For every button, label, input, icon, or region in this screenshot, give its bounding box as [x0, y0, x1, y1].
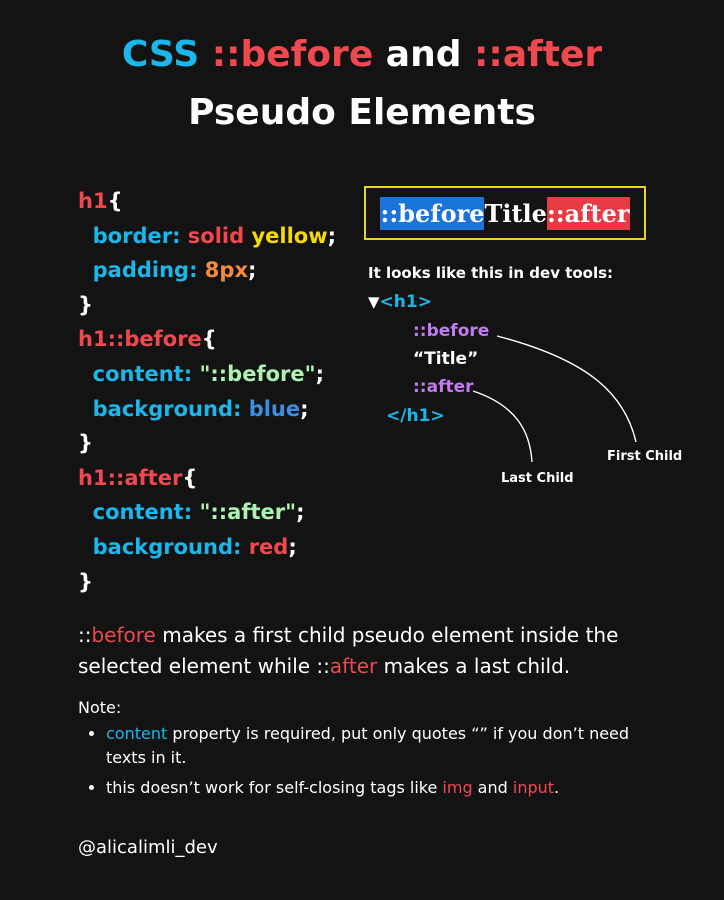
code-line-2: border: solid yellow;	[78, 219, 336, 254]
title-before: ::before	[211, 34, 374, 75]
note-item-self-closing: this doesn’t work for self-closing tags …	[106, 776, 666, 800]
note-item-content-required: content property is required, put only q…	[106, 722, 666, 770]
devtools-h1-open-tag: <h1>	[379, 292, 432, 312]
note-item-text: .	[554, 778, 560, 797]
code-property: border:	[92, 223, 181, 248]
code-brace: {	[182, 465, 198, 490]
para-text: makes a first child pseudo element insid…	[78, 623, 619, 678]
devtools-h1-close: </h1>	[386, 406, 445, 426]
devtools-before-node: ::before	[413, 321, 490, 341]
code-brace: {	[107, 189, 123, 213]
code-property: background:	[92, 534, 242, 559]
code-property: content:	[92, 500, 193, 525]
code-pseudo: ::after	[107, 465, 183, 490]
code-brace: {	[201, 327, 217, 352]
code-line-4: }	[78, 292, 93, 317]
note-item-text: and	[472, 778, 513, 797]
code-value: yellow	[251, 223, 328, 248]
devtools-after-node: ::after	[413, 377, 474, 397]
code-line-10: content: "::after";	[78, 495, 336, 530]
code-value: 8px	[204, 258, 248, 283]
code-line-7: background: blue;	[78, 392, 336, 427]
code-value: blue	[248, 396, 301, 421]
last-child-connector	[472, 390, 533, 463]
code-property: padding:	[92, 258, 198, 283]
devtools-caption: It looks like this in dev tools:	[368, 264, 614, 282]
code-line-11: background: red;	[78, 530, 336, 565]
code-selector: h1	[78, 465, 108, 490]
code-line-5: h1::before{	[78, 322, 336, 357]
note-item-text: this doesn’t work for self-closing tags …	[106, 778, 443, 797]
title-after: ::after	[474, 34, 603, 75]
code-selector: h1	[78, 327, 108, 352]
code-value: "::before"	[199, 361, 316, 386]
code-line-6: content: "::before";	[78, 357, 336, 392]
page-title-line2: Pseudo Elements	[188, 92, 536, 133]
demo-title-text: Title	[484, 198, 547, 228]
author-handle: @alicalimli_dev	[78, 837, 218, 858]
note-heading: Note:	[78, 698, 122, 717]
para-colons: ::	[78, 623, 92, 647]
note-content-keyword: content	[106, 724, 168, 743]
code-semicolon: ;	[327, 223, 337, 248]
devtools-h1-open: ▼<h1>	[368, 292, 432, 312]
para-text-end: makes a last child.	[377, 654, 571, 678]
code-line-8: }	[78, 431, 93, 456]
code-semicolon: ;	[248, 258, 257, 283]
title-css: CSS	[121, 34, 200, 75]
code-line-1: h1{	[78, 184, 336, 219]
code-property: background:	[92, 396, 242, 421]
para-before-keyword: before	[91, 623, 156, 647]
code-line-3: padding: 8px;	[78, 253, 336, 288]
title-and: and	[385, 34, 462, 75]
code-pseudo: ::before	[107, 327, 202, 352]
code-semicolon: ;	[288, 534, 297, 559]
first-child-connector	[496, 335, 637, 443]
code-semicolon: ;	[315, 361, 324, 386]
page-title-line1: CSS ::before and ::after	[0, 34, 724, 75]
code-semicolon: ;	[296, 500, 305, 525]
note-item-text: property is required, put only quotes “”…	[106, 724, 630, 767]
note-input-keyword: input	[512, 778, 555, 797]
para-after-keyword: after	[329, 654, 378, 678]
code-line-12: }	[78, 569, 93, 594]
code-selector: h1	[78, 189, 108, 213]
code-line-9: h1::after{	[78, 461, 336, 496]
demo-after-pseudo: ::after	[546, 196, 630, 230]
last-child-label: Last Child	[501, 471, 574, 486]
note-img-keyword: img	[442, 778, 473, 797]
code-value: solid	[187, 223, 245, 248]
devtools-text-node: “Title”	[413, 349, 479, 369]
code-value: red	[248, 534, 289, 559]
demo-before-pseudo: ::before	[380, 196, 485, 230]
code-property: content:	[92, 361, 193, 386]
first-child-label: First Child	[607, 449, 683, 464]
css-code-block: h1{ border: solid yellow; padding: 8px; …	[78, 184, 336, 599]
expand-triangle-icon: ▼	[368, 293, 380, 311]
code-semicolon: ;	[300, 396, 309, 421]
explanation-paragraph: ::before makes a first child pseudo elem…	[78, 620, 678, 682]
code-value: "::after"	[199, 500, 297, 525]
note-list: content property is required, put only q…	[86, 722, 666, 806]
